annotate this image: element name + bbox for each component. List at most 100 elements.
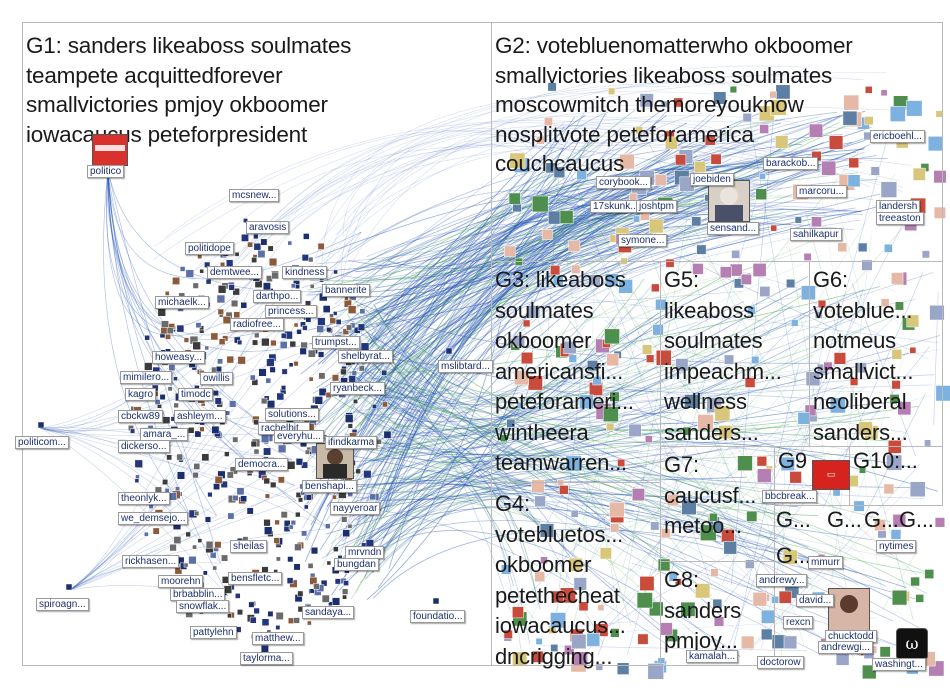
node-label-david[interactable]: david... — [796, 594, 835, 607]
node-label-timodc[interactable]: timodc — [178, 388, 214, 401]
graph-node — [226, 471, 234, 479]
node-label-pattylehn[interactable]: pattylehn — [190, 626, 237, 639]
node-label-marcoru[interactable]: marcoru... — [796, 185, 848, 198]
graph-node — [313, 583, 320, 590]
node-label-mmurr[interactable]: mmurr — [808, 556, 843, 569]
graph-edge — [321, 91, 733, 262]
node-label-foundatio[interactable]: foundatio... — [410, 610, 466, 623]
node-label-howeasy[interactable]: howeasy... — [152, 351, 206, 364]
group-title-line: G10:... — [853, 448, 918, 473]
graph-node — [267, 610, 274, 617]
node-label-symone[interactable]: symone... — [618, 234, 668, 247]
node-label-everyhu[interactable]: everyhu... — [274, 430, 324, 443]
node-label-matthew[interactable]: matthew... — [252, 632, 304, 645]
node-label-mcsnew[interactable]: mcsnew... — [229, 189, 280, 202]
node-label-mslibtard[interactable]: mslibtard... — [438, 360, 493, 373]
node-label-demtwee[interactable]: demtwee... — [207, 266, 262, 279]
group-title-line: votebluetos... — [495, 521, 624, 547]
node-label-joshtpm[interactable]: joshtpm — [636, 200, 678, 213]
graph-node — [253, 242, 262, 251]
graph-edge — [375, 272, 934, 415]
graph-node — [344, 414, 354, 423]
node-label-joebiden[interactable]: joebiden — [690, 173, 734, 186]
node-label-kindness[interactable]: kindness — [282, 266, 328, 279]
node-label-owillis[interactable]: owillis — [200, 372, 233, 385]
graph-node — [924, 569, 935, 579]
node-label-barackob[interactable]: barackob... — [763, 157, 819, 170]
node-label-solutions[interactable]: solutions... — [265, 408, 319, 421]
node-label-aravosis[interactable]: aravosis — [246, 221, 290, 234]
node-label-findkarma[interactable]: ifindkarma — [325, 436, 378, 449]
graph-edge — [356, 301, 745, 539]
graph-node — [516, 401, 524, 409]
node-label-dickerso[interactable]: dickerso... — [118, 440, 170, 453]
node-label-nytimes[interactable]: nytimes — [876, 540, 917, 553]
node-label-treeaston[interactable]: treeaston — [876, 212, 924, 225]
group-title-line: G9 — [778, 448, 807, 473]
node-label-rexcn[interactable]: rexcn — [783, 616, 814, 629]
node-label-ashleym[interactable]: ashleym... — [174, 410, 226, 423]
node-label-theonlyk[interactable]: theonlyk... — [118, 492, 170, 505]
node-label-moorehn[interactable]: moorehn — [158, 575, 204, 588]
node-label-taylorma[interactable]: taylorma... — [240, 652, 293, 665]
node-label-cbckw89[interactable]: cbckw89 — [118, 410, 163, 423]
graph-node — [589, 274, 601, 286]
node-label-sensand[interactable]: sensand... — [707, 222, 760, 235]
node-label-democra[interactable]: democra... — [235, 458, 289, 471]
graph-node — [571, 264, 581, 274]
node-label-snowflak[interactable]: snowflak... — [176, 600, 230, 613]
node-label-spiroagn[interactable]: spiroagn... — [36, 598, 89, 611]
node-label-bensfletc[interactable]: bensfletc... — [228, 572, 283, 585]
node-label-politicom[interactable]: politicom... — [15, 436, 69, 449]
node-label-politico[interactable]: politico — [87, 165, 125, 178]
graph-edge — [301, 130, 620, 289]
graph-node — [536, 136, 545, 145]
graph-node — [864, 116, 874, 126]
node-label-benshapi[interactable]: benshapi... — [302, 480, 357, 493]
graph-node — [342, 529, 351, 538]
graph-edge — [359, 153, 628, 268]
node-label-ryanbeck[interactable]: ryanbeck... — [330, 382, 385, 395]
node-label-politidope[interactable]: politidope — [185, 242, 234, 255]
node-label-nayyeroar[interactable]: nayyeroar — [330, 502, 381, 515]
graph-node — [432, 597, 440, 605]
graph-node — [217, 285, 227, 294]
node-label-darthpo[interactable]: darthpo... — [253, 290, 302, 303]
node-label-mimilero[interactable]: mimilero... — [120, 371, 173, 384]
node-label-sheilas[interactable]: sheilas — [230, 540, 268, 553]
group-title-line: G2: votebluenomatterwho okboomer — [495, 33, 853, 58]
graph-node — [289, 340, 297, 348]
node-label-princess[interactable]: princess... — [265, 305, 317, 318]
graph-node — [253, 607, 260, 614]
node-label-trumpst[interactable]: trumpst... — [312, 336, 360, 349]
node-label-bungdan[interactable]: bungdan — [334, 558, 379, 571]
node-label-sandaya[interactable]: sandaya... — [302, 606, 355, 619]
node-label-kagro[interactable]: kagro — [125, 388, 157, 401]
node-label-kamalah[interactable]: kamalah... — [686, 650, 739, 663]
node-label-ericboehl[interactable]: ericboehl... — [870, 130, 925, 143]
node-label-we_demsejo[interactable]: we_demsejo... — [118, 512, 189, 525]
group-title-line: smallvictories pmjoy okboomer — [26, 92, 328, 117]
graph-node — [915, 594, 924, 603]
node-label-bannerite[interactable]: bannerite — [322, 284, 370, 297]
node-label-rickhasen[interactable]: rickhasen... — [122, 555, 180, 568]
node-label-michaelk[interactable]: michaelk... — [155, 296, 209, 309]
node-label-shelbyrat[interactable]: shelbyrat... — [338, 350, 393, 363]
group-title-line: teampete acquittedforever — [26, 62, 283, 88]
node-label-bbcbreak[interactable]: bbcbreak... — [762, 490, 818, 503]
node-label-sahilkapur[interactable]: sahilkapur — [790, 228, 842, 241]
graph-node — [249, 374, 256, 381]
node-label-andrewy[interactable]: andrewy... — [756, 574, 808, 587]
graph-node — [169, 543, 177, 552]
graph-node — [849, 377, 859, 386]
node-label-radiofree[interactable]: radiofree... — [230, 318, 284, 331]
node-label-washingt[interactable]: washingt... — [872, 658, 926, 671]
group-title-line: G8: — [664, 567, 699, 592]
graph-edge — [325, 223, 801, 522]
graph-node — [332, 494, 337, 500]
graph-edge — [352, 411, 531, 645]
node-label-17skunk[interactable]: 17skunk... — [590, 200, 642, 213]
node-label-doctorow[interactable]: doctorow — [757, 656, 804, 669]
node-label-corybook[interactable]: corybook... — [596, 176, 651, 189]
node-label-andrewg[interactable]: andrewgi... — [818, 641, 873, 654]
